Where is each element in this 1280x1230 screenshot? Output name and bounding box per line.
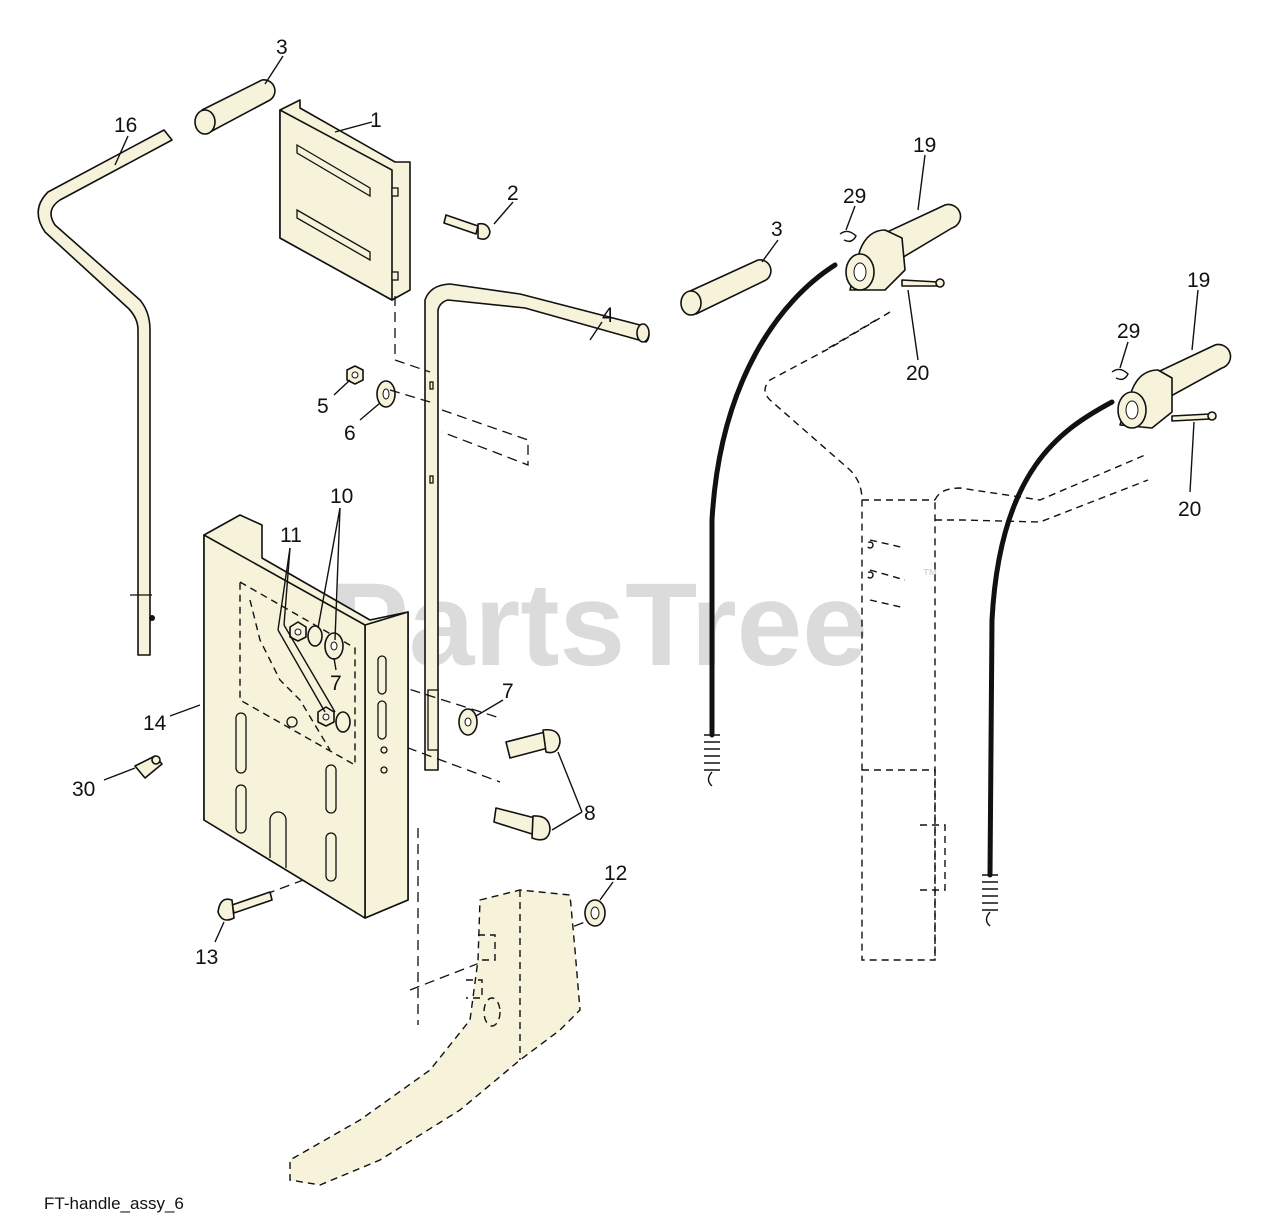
watermark: PartsTree [330,559,868,691]
callout-7-left: 7 [330,672,342,695]
part-10-washer-lower [335,711,351,733]
callout-29-lower: 29 [1117,320,1140,343]
callout-29-upper: 29 [843,185,866,208]
callout-6: 6 [344,422,356,445]
part-13-bolt [217,891,273,921]
callout-8: 8 [584,802,596,825]
callout-16: 16 [114,114,137,137]
part-19-grip-lever-upper [845,203,962,291]
callout-19-upper: 19 [913,134,936,157]
part-3-grip-right [680,259,772,316]
figure-caption: FT-handle_assy_6 [44,1194,184,1213]
callout-1: 1 [370,109,382,132]
callout-30: 30 [72,778,95,801]
handle-assembly-ghost [764,311,1149,961]
part-5-nut [346,365,364,385]
part-6-washer [376,380,396,408]
part-30-clip [134,755,163,779]
callout-4: 4 [602,304,614,327]
part-11-nut-lower [317,706,335,727]
part-14-bracket [203,514,409,919]
control-cable-right [982,399,1115,927]
callout-20-lower: 20 [1178,498,1201,521]
part-20-pin-upper [901,278,945,288]
callout-20-upper: 20 [906,362,929,385]
control-cable-left [704,262,838,787]
callout-labels: 3 1 2 16 4 5 6 10 11 7 7 8 14 30 12 13 3… [72,36,1210,969]
part-7-washer-right [458,708,478,736]
part-3-grip-top [194,79,276,135]
part-10-washer-upper [307,625,323,647]
part-16-handle-bar [37,129,173,656]
part-29-clip-upper [839,230,857,243]
callout-13: 13 [195,946,218,969]
part-4-handle-tube [424,283,650,771]
callout-19-lower: 19 [1187,269,1210,292]
part-8-bolt-lower [493,807,551,841]
callout-12: 12 [604,862,627,885]
part-19-grip-lever-lower [1117,343,1232,429]
callout-5: 5 [317,395,329,418]
part-7-washer-upper [324,632,344,660]
part-11-nut-upper [289,621,307,642]
part-12-nut [584,899,606,927]
leader-lines [103,55,1199,943]
part-8-bolt-upper [505,728,561,759]
part-20-pin-lower [1171,411,1217,422]
part-29-clip-lower [1111,368,1129,381]
part-1-plate [279,99,411,301]
callout-14: 14 [143,712,167,735]
callout-11: 11 [280,524,302,547]
watermark-trademark: ™ [922,567,938,584]
callout-3-top: 3 [276,36,288,59]
callout-3-right: 3 [771,218,783,241]
frame-ghost [289,889,581,1186]
callout-7-right: 7 [502,680,514,703]
part-2-bolt [443,214,491,240]
callout-2: 2 [507,182,519,205]
callout-10: 10 [330,485,353,508]
